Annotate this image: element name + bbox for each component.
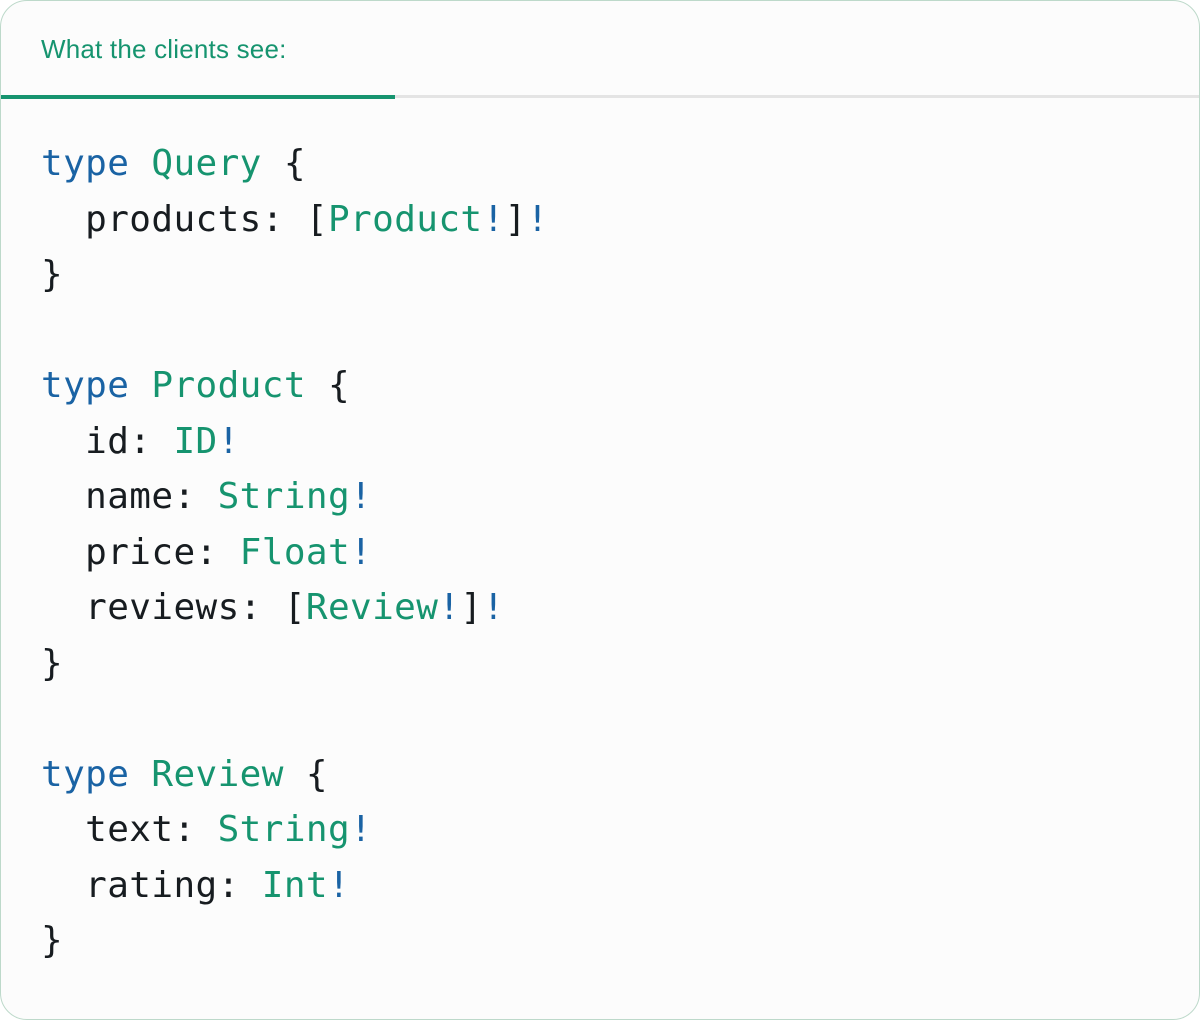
code-token-plain: reviews: [ <box>41 587 306 628</box>
code-token-bang: ! <box>327 864 351 906</box>
code-token-plain: name: <box>41 476 218 517</box>
code-token-type: Review <box>305 587 439 628</box>
tab-label: What the clients see: <box>41 34 287 64</box>
code-token-plain: { <box>283 753 328 795</box>
tab-bar: What the clients see: <box>1 1 1199 99</box>
code-token-keyword: type <box>41 143 130 184</box>
code-line <box>41 303 1159 359</box>
code-token-plain: { <box>261 143 306 184</box>
code-token-bang: ! <box>217 420 240 462</box>
code-token-bang: ! <box>482 198 505 240</box>
code-line <box>41 691 1159 747</box>
code-token-bang: ! <box>350 809 373 850</box>
code-line: id: ID! <box>41 414 1159 470</box>
code-line: text: String! <box>41 802 1159 858</box>
code-token-plain <box>129 365 151 406</box>
code-token-keyword: type <box>41 365 130 406</box>
code-token-type: Product <box>151 365 306 406</box>
code-token-bang: ! <box>350 476 373 517</box>
tab-what-the-clients-see[interactable]: What the clients see: <box>1 1 395 95</box>
code-line: } <box>41 636 1159 692</box>
code-line: price: Float! <box>41 525 1159 581</box>
code-token-type: Int <box>261 864 328 906</box>
active-tab-indicator <box>1 94 395 99</box>
code-line: } <box>41 913 1159 969</box>
code-token-bang: ! <box>482 587 505 628</box>
code-line: products: [Product!]! <box>41 192 1159 248</box>
code-line: type Product { <box>41 358 1159 414</box>
code-token-plain: products: [ <box>41 198 328 240</box>
graphql-schema-code: type Query { products: [Product!]!} type… <box>1 98 1199 969</box>
code-token-plain: text: <box>41 809 218 850</box>
code-token-plain: } <box>41 642 64 684</box>
code-line: reviews: [Review!]! <box>41 580 1159 636</box>
code-token-plain <box>129 754 151 795</box>
code-token-type: Review <box>151 753 284 795</box>
code-token-plain <box>129 143 151 184</box>
code-token-type: Product <box>327 198 483 240</box>
code-line: name: String! <box>41 469 1159 525</box>
code-token-bang: ! <box>350 531 373 573</box>
code-line: rating: Int! <box>41 858 1159 914</box>
code-token-plain: rating: <box>41 864 262 906</box>
code-token-type: Query <box>151 143 262 184</box>
code-token-keyword: type <box>41 753 130 795</box>
code-token-type: String <box>217 476 351 517</box>
code-line: type Review { <box>41 747 1159 803</box>
code-token-bang: ! <box>438 587 461 628</box>
code-token-plain: } <box>41 254 64 295</box>
code-token-type: String <box>217 809 351 850</box>
code-token-type: Float <box>239 531 351 573</box>
code-token-plain: ] <box>504 198 527 240</box>
code-token-plain: ] <box>460 587 483 628</box>
code-token-bang: ! <box>526 198 549 240</box>
code-token-type: ID <box>173 420 218 462</box>
code-line: } <box>41 247 1159 303</box>
code-token-plain: id: <box>41 420 174 462</box>
code-line: type Query { <box>41 136 1159 192</box>
code-token-plain: price: <box>41 531 240 573</box>
code-token-plain: } <box>41 920 64 961</box>
code-token-plain: { <box>305 365 351 406</box>
